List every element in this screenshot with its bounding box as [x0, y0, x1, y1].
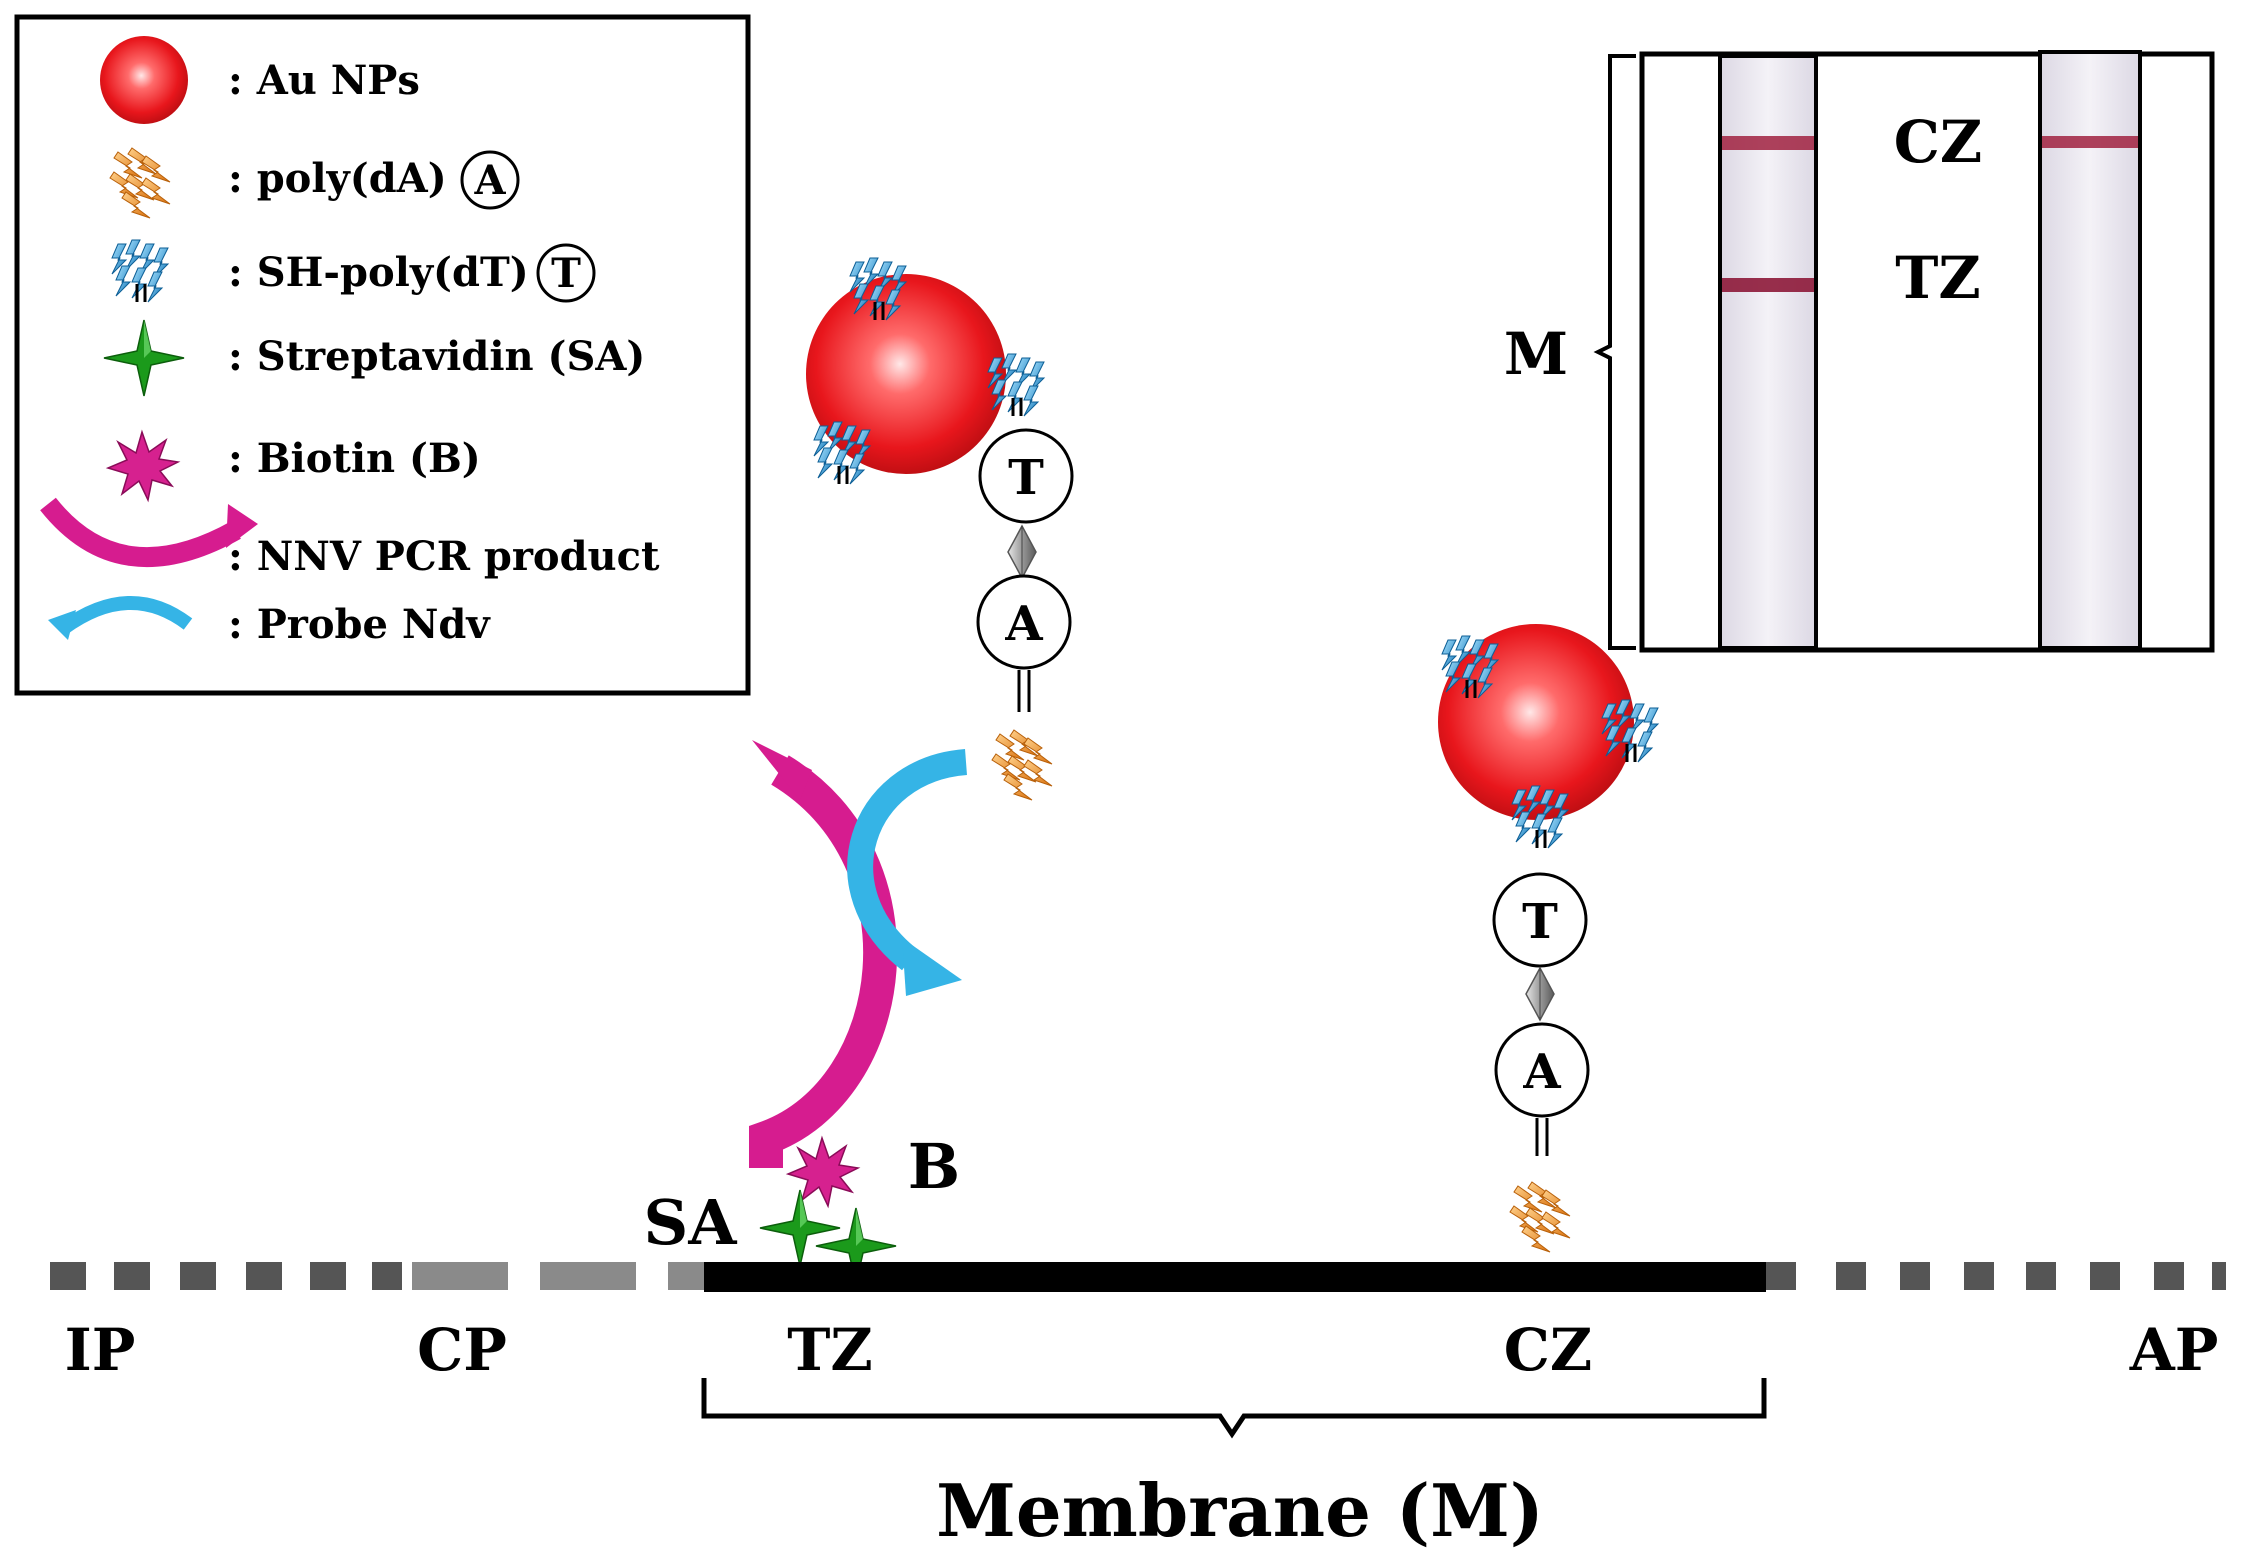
conjugate-pad	[412, 1262, 704, 1290]
legend-label-au: : Au NPs	[228, 57, 420, 104]
legend-label-sa: : Streptavidin (SA)	[228, 333, 645, 380]
membrane-bracket-inset	[1593, 54, 1636, 650]
legend-badge-t: T	[551, 250, 581, 297]
linker-control	[1525, 967, 1555, 1021]
strip-label-ap: AP	[2129, 1316, 2219, 1384]
t-label-floating: T	[1008, 450, 1044, 506]
a-label-control: A	[1522, 1044, 1561, 1100]
biotin-label: B	[908, 1130, 960, 1203]
control-band-right	[2042, 136, 2138, 148]
absorbent-pad	[1766, 1262, 2226, 1290]
test-band-left	[1722, 278, 1814, 292]
strip-label-tz: TZ	[787, 1316, 873, 1384]
t-circle-control	[1492, 872, 1588, 968]
poly-da-floating	[991, 729, 1053, 801]
sa-label: SA	[644, 1186, 738, 1259]
inset-cz-label: CZ	[1894, 108, 1983, 176]
nnv-pcr-product-strand	[749, 755, 898, 1168]
legend-badge-a: A	[473, 157, 506, 204]
legend-label-polya: : poly(dA)	[228, 155, 447, 202]
a-circle-control	[1494, 1022, 1590, 1118]
control-band-left	[1722, 136, 1814, 150]
strip-label-ip: IP	[65, 1316, 136, 1384]
badge-t-icon	[536, 243, 596, 303]
a-label-floating: A	[1004, 596, 1043, 652]
hybridization-arrows	[749, 740, 968, 1168]
legend-label-probe: : Probe Ndv	[228, 601, 491, 648]
strip-photo-left	[1718, 54, 1818, 650]
conjugate-floating: T A	[806, 256, 1074, 801]
strip-label-cz: CZ	[1504, 1316, 1593, 1384]
linker-floating	[1007, 525, 1037, 579]
test-zone-capture: SA B	[644, 1130, 960, 1285]
au-np-floating	[806, 274, 1006, 474]
conjugate-control-zone: T A	[1438, 624, 1660, 1253]
legend: : Au NPs : poly(dA) A : SH-poly(dT) T : …	[14, 14, 751, 696]
legend-label-biotin: : Biotin (B)	[228, 435, 481, 482]
membrane-bracket	[701, 1378, 1767, 1439]
badge-a-icon	[460, 150, 520, 210]
a-circle-floating	[976, 574, 1072, 670]
membrane-label: Membrane (M)	[936, 1468, 1544, 1553]
legend-label-polyt: : SH-poly(dT)	[228, 249, 529, 296]
strip-photo-inset: CZ TZ M	[1504, 50, 2215, 653]
nnv-pcr-icon	[40, 497, 241, 568]
inset-m-label: M	[1504, 320, 1568, 388]
t-label-control: T	[1522, 894, 1558, 950]
t-circle-floating	[978, 428, 1074, 524]
strip-photo-right	[2038, 50, 2142, 650]
probe-ndv-strand	[847, 749, 968, 971]
lateral-flow-strip: IP CP TZ CZ AP Membrane (M)	[50, 1262, 2226, 1553]
poly-da-control	[1509, 1181, 1571, 1253]
au-np-icon	[100, 36, 188, 124]
membrane-bar	[704, 1262, 1766, 1292]
legend-label-nnv: : NNV PCR product	[228, 533, 660, 580]
inlet-pad	[50, 1262, 402, 1290]
probe-icon	[59, 595, 193, 634]
strip-label-cp: CP	[417, 1316, 507, 1384]
inset-tz-label: TZ	[1895, 244, 1981, 312]
